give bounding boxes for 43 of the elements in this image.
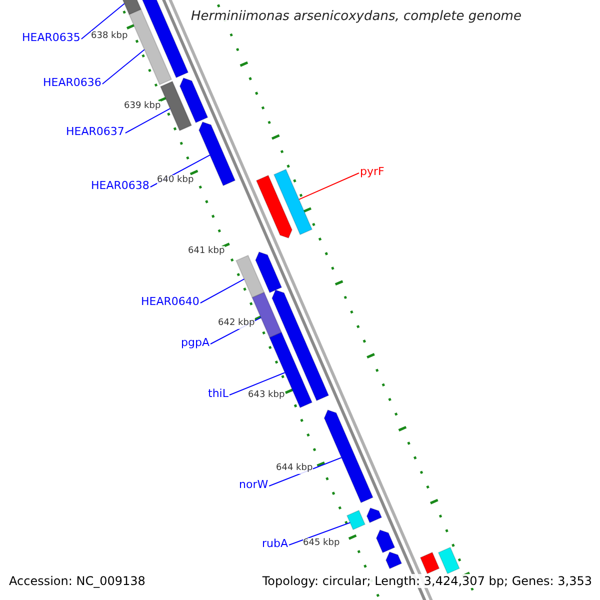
- gene-feature: [346, 510, 366, 530]
- gene-feature: [160, 80, 192, 132]
- leader-line: [229, 372, 286, 396]
- gene-label: HEAR0638: [91, 179, 150, 193]
- leader-line: [102, 49, 145, 84]
- scale-label: 638 kbp: [91, 31, 128, 42]
- leader-line: [80, 3, 125, 40]
- scale-label: 645 kbp: [303, 538, 340, 549]
- scale-label: 643 kbp: [248, 390, 285, 401]
- gene-feature: [420, 552, 440, 574]
- gene-feature: [179, 77, 208, 124]
- gene-label: norW: [239, 478, 268, 492]
- gene-label: HEAR0640: [141, 295, 200, 309]
- leader-line: [298, 172, 360, 200]
- gene-feature: [324, 409, 374, 504]
- gene-feature: [273, 168, 313, 236]
- scale-label: 640 kbp: [157, 175, 194, 186]
- gene-feature: [256, 174, 293, 239]
- gene-feature: [376, 529, 396, 554]
- info-text: Topology: circular; Length: 3,424,307 bp; Genes: 3,353: [260, 574, 594, 588]
- leader-line: [200, 278, 245, 304]
- gene-label: rubA: [262, 537, 288, 551]
- scale-label: 639 kbp: [124, 101, 161, 112]
- gene-feature: [255, 251, 282, 294]
- gene-label: HEAR0635: [22, 31, 80, 45]
- gene-feature: [438, 546, 460, 574]
- scale-label: 642 kbp: [218, 318, 255, 329]
- gene-feature: [366, 507, 382, 524]
- gene-feature: [385, 551, 402, 570]
- gene-label: HEAR0636: [43, 76, 102, 90]
- leader-line: [288, 522, 351, 546]
- scale-label: 641 kbp: [188, 246, 225, 257]
- gene-label: pgpA: [181, 336, 210, 350]
- leader-line: [124, 108, 171, 134]
- gene-label: HEAR0637: [66, 125, 124, 139]
- gene-feature: [198, 121, 236, 186]
- gene-feature: [235, 254, 265, 298]
- gene-label: pyrF: [360, 165, 384, 179]
- gene-feature: [268, 332, 313, 408]
- info-text: Accession: NC_009138: [7, 574, 148, 588]
- gene-label: thiL: [208, 387, 228, 401]
- gene-feature: [128, 8, 172, 86]
- scale-label: 644 kbp: [276, 463, 313, 474]
